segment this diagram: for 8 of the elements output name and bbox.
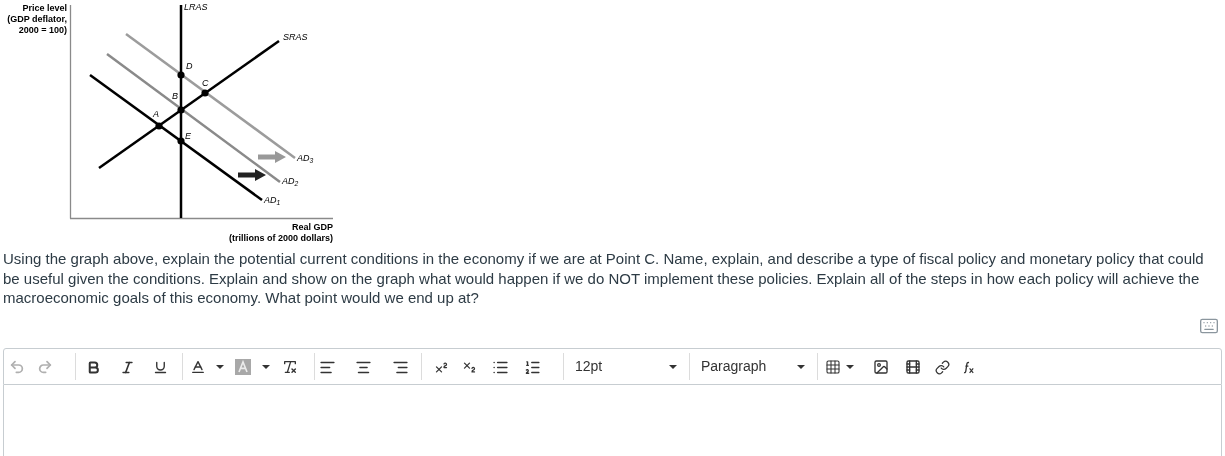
question-text: Using the graph above, explain the potential current conditions in the economy if we are at Point C. Name, explain, and describe a type of fiscal policy and monetary policy that could be useful given the conditions. Explain and show on the graph what would happen if we do NOT implement these policies. Explain all of the steps in how each policy will achieve the macroeconomic goals of this economy. What point would we end up at? xyxy=(3,249,1205,308)
axis-unit: (trillions of 2000 dollars) xyxy=(227,233,333,243)
axis-title: Real GDP xyxy=(291,222,333,232)
axis-title: Price level xyxy=(21,3,67,14)
block-format-dropdown: Paragraph xyxy=(690,353,817,380)
text-input-area xyxy=(3,385,1222,456)
font-size-dropdown: 12pt xyxy=(564,353,689,380)
axis-unit: (GDP deflator, 2000 = 100) xyxy=(6,14,67,36)
